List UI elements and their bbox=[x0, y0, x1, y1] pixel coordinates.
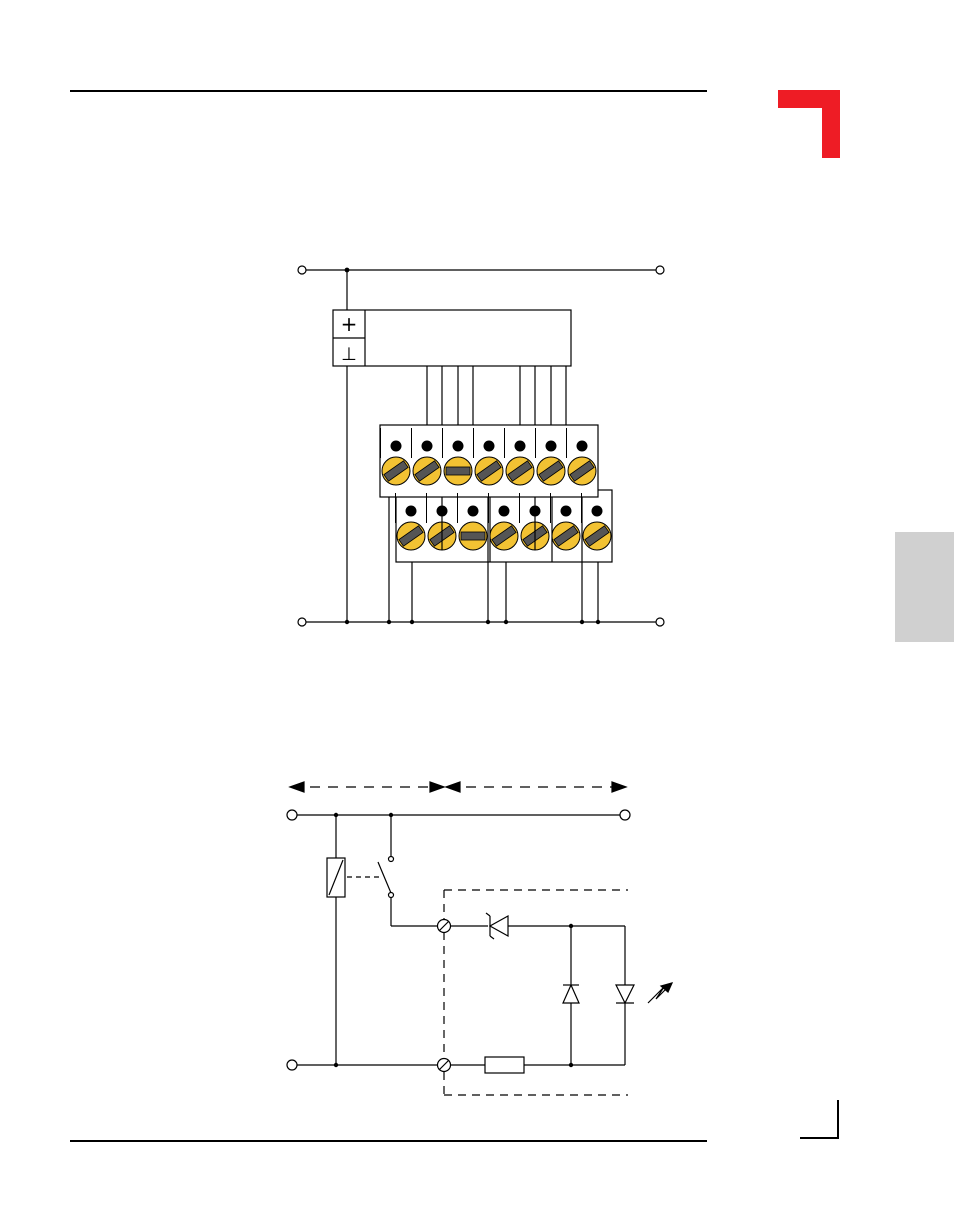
resistor bbox=[485, 1057, 524, 1073]
rail-terminal bbox=[287, 810, 297, 820]
zener-diode bbox=[490, 916, 508, 936]
footer-rule bbox=[70, 1140, 707, 1142]
diode bbox=[563, 985, 579, 1003]
page-crop-mark bbox=[800, 1100, 839, 1139]
led bbox=[616, 985, 634, 1003]
switch-contact bbox=[378, 862, 391, 893]
rail-terminal bbox=[287, 1060, 297, 1070]
rail-terminal bbox=[620, 810, 630, 820]
